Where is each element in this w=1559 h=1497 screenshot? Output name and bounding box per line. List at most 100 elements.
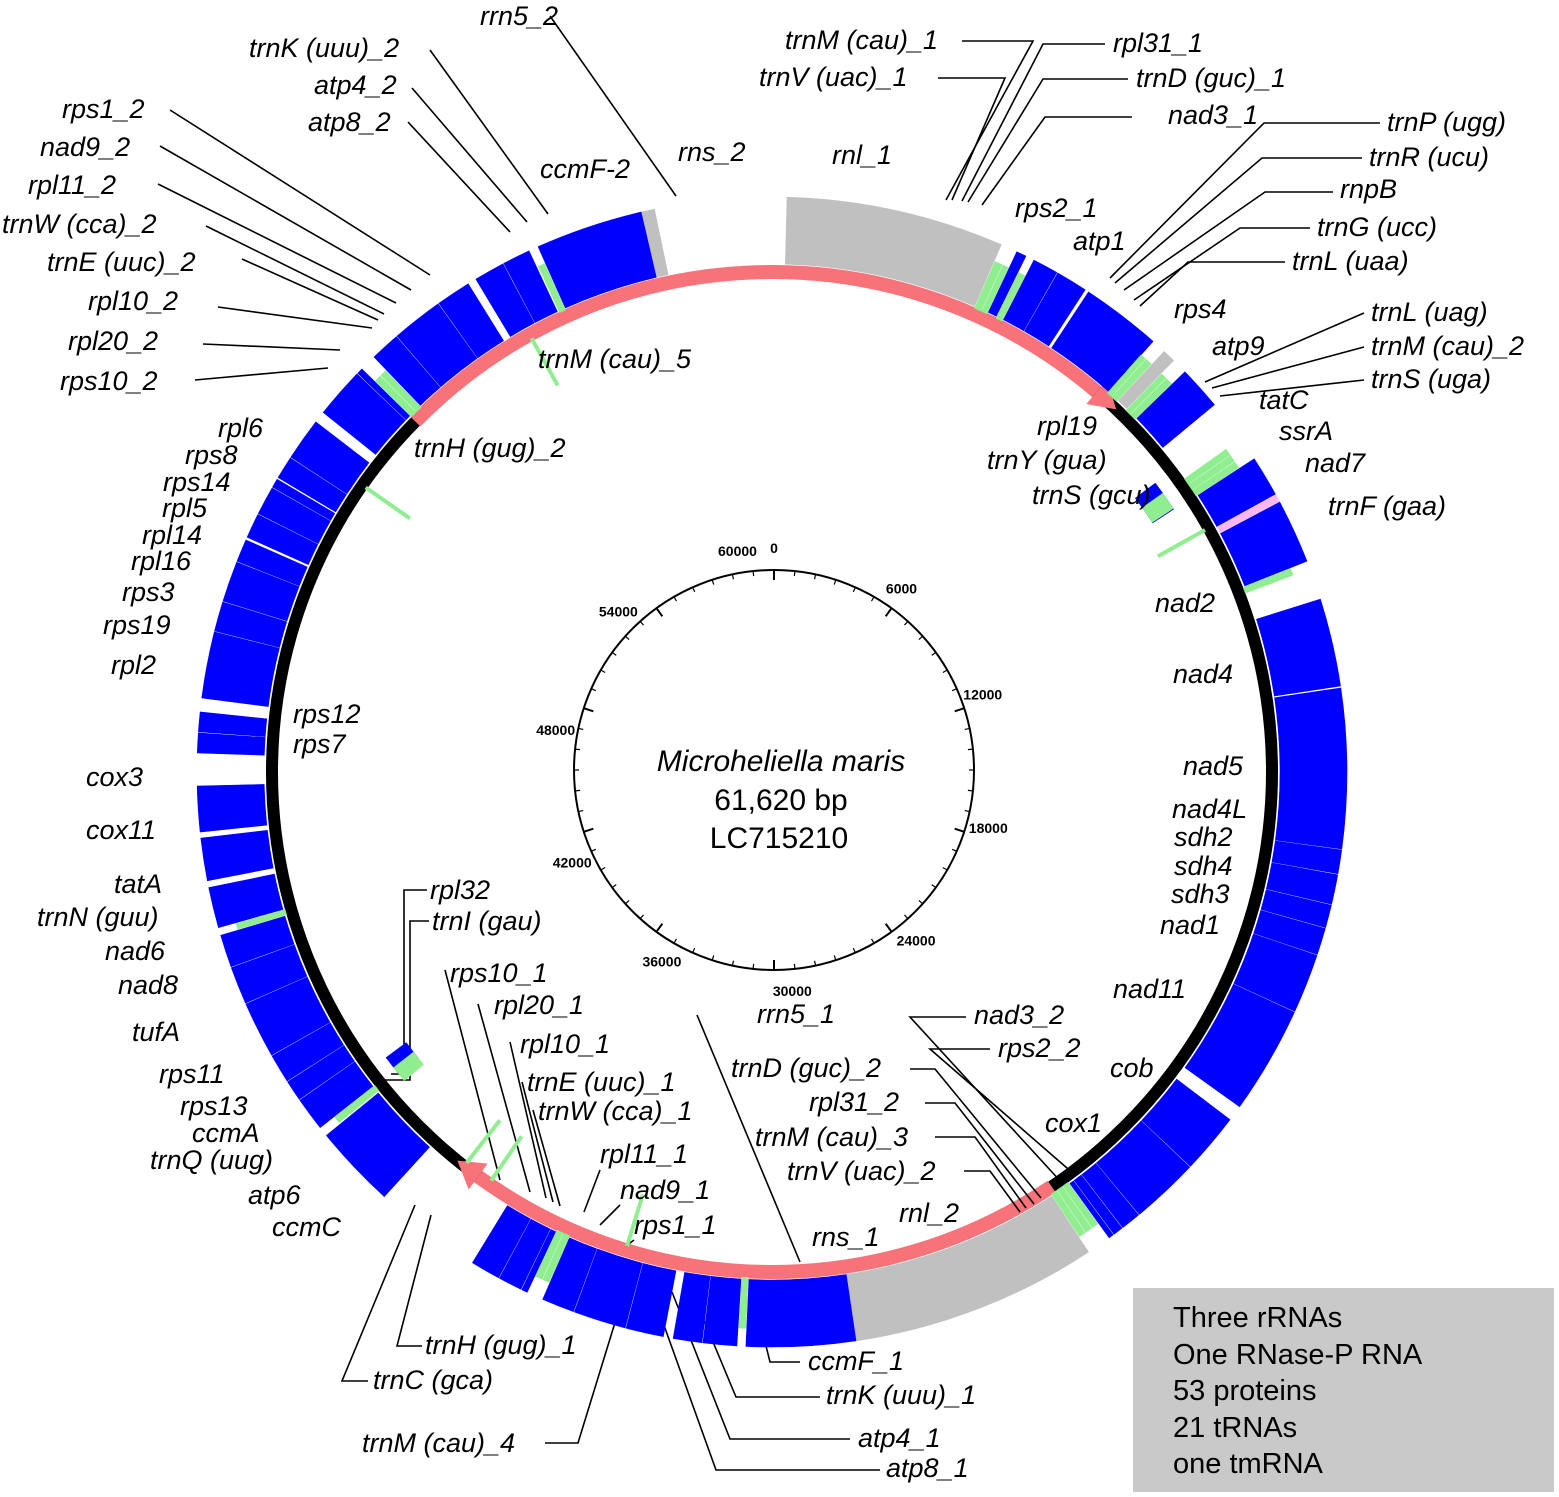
gene-label-rpl16: rpl16 [131,546,192,576]
gene-label-rps10-2: rps10_2 [60,366,158,396]
gene-label-trny-gua: trnY (gua) [987,445,1107,475]
gene-label-atp4-2: atp4_2 [314,70,397,100]
gene-block-nad5 [1275,761,1348,850]
scale-tick [731,574,735,580]
gene-block-ccma [299,1061,374,1129]
gene-label-trnw-cca-1: trnW (cca)_1 [538,1096,693,1126]
gene-label-nad8: nad8 [118,970,178,1000]
leader-line-trnv-uac-2 [964,1170,1021,1213]
leader-line-trnv-uac-1 [938,77,1007,201]
gene-block-trnm-cau-1 [974,261,1003,312]
gene-label-rps7: rps7 [293,729,347,759]
accession-number: LC715210 [710,822,848,855]
gene-block-trnw-cca-2 [380,370,422,413]
scale-tick [870,938,875,944]
gene-label-sdh2: sdh2 [1174,822,1233,852]
gene-block-trne-uuc-1 [535,1229,564,1280]
gene-block-rns-2 [784,196,858,270]
scale-tick [673,596,678,602]
leader-line-trnm-cau-4 [545,1289,626,1444]
gene-block-rpl31-2 [1069,1180,1114,1239]
gene-block-nad11 [1184,983,1295,1108]
gene-label-rps10-1: rps10_1 [450,958,548,988]
gene-label-trnr-ucu: trnR (ucu) [1369,142,1489,172]
legend-item: One RNase-P RNA [1173,1338,1423,1371]
leader-line-trni-gau [383,920,429,1081]
gene-block-rnl-1 [846,202,1002,307]
leader-line-nad3-1 [981,116,1132,206]
gene-label-rps2-1: rps2_1 [1015,193,1098,223]
scale-tick [711,955,715,961]
scale-tick [600,669,606,674]
gene-block-trnp-ugg [1106,354,1146,397]
scale-tick [591,848,597,852]
gene-label-trnv-uac-1: trnV (uac)_1 [759,62,908,92]
gene-block-atp8-1 [672,1272,711,1344]
gene-block-rps11 [271,1022,344,1082]
scale-tick [578,727,584,731]
gene-label-atp6: atp6 [248,1180,302,1210]
gene-block-trni-gau [393,1051,424,1081]
gene-label-nad3-2: nad3_2 [974,1000,1064,1030]
scale-tick [954,827,965,833]
gene-label-rpl19: rpl19 [1037,411,1097,441]
genome-size: 61,620 bp [714,784,847,817]
gene-block-rpl14 [246,514,319,565]
scale-tick [852,587,856,593]
scale-tick [918,900,924,905]
gene-block-trnf-gaa [1242,568,1294,594]
scale-tick [752,963,755,969]
scale-label-36000: 36000 [642,954,681,970]
scale-tick [611,651,617,656]
scale-tick [711,579,715,585]
scale-tick [884,923,893,933]
gene-label-tata: tatA [114,869,162,899]
leader-line-rpl31-1 [961,43,1105,202]
scale-tick [931,884,937,889]
gene-label-rns-1: rns_1 [812,1222,880,1252]
gene-label-sdh4: sdh4 [1174,851,1233,881]
gene-label-atp8-2: atp8_2 [308,107,391,137]
gene-block-rnpb [1118,351,1175,409]
gene-block-rps2-2 [1081,1162,1139,1228]
gene-block-rps7 [198,711,268,737]
gene-label-rpl20-1: rpl20_1 [494,990,584,1020]
scale-tick [591,688,597,692]
gene-label-trnd-guc-2: trnD (guc)_2 [731,1053,881,1083]
gene-block-trnl-uag [1184,448,1231,485]
gene-label-nad4l: nad4L [1172,794,1247,824]
inner-scale-layer: 0600012000180002400030000360004200048000… [536,540,1008,999]
gene-block-ccmf-1 [745,1274,857,1348]
gene-block-nad1 [1233,933,1318,1012]
gene-label-rrn5-1: rrn5_1 [757,999,835,1029]
tick-trnm-cau-4 [625,1194,645,1247]
gene-label-ccma: ccmA [192,1118,260,1148]
scale-tick [813,960,817,966]
gene-label-trng-ucc: trnG (ucc) [1317,212,1437,242]
gene-block-rpl2 [201,631,280,707]
gene-label-rpl32: rpl32 [430,875,490,905]
scale-tick [904,914,909,920]
leader-line-nad9-1 [599,1204,621,1226]
gene-block-trnd-guc-1 [995,272,1026,322]
scale-tick [731,960,735,966]
repeat-arc-layer [410,265,1117,1280]
leader-line-trnl-uag [1204,312,1365,383]
scale-tick [904,620,909,626]
gene-label-nad4: nad4 [1173,659,1233,689]
leader-line-rpl11-1 [583,1169,601,1213]
gene-label-nad5: nad5 [1183,751,1244,781]
gene-block-nad8 [230,944,308,1004]
scale-tick [624,900,630,905]
gene-label-rpl14: rpl14 [142,520,202,550]
scale-tick [942,669,948,674]
gene-block-cox1 [1096,1120,1191,1215]
scale-label-24000: 24000 [897,933,936,949]
leader-line-rrn5-2 [549,15,677,197]
gene-label-cox11: cox11 [86,815,156,845]
scale-label-12000: 12000 [963,686,1002,702]
gene-label-rpl10-1: rpl10_1 [520,1029,610,1059]
gene-label-rps2-2: rps2_2 [998,1033,1081,1063]
